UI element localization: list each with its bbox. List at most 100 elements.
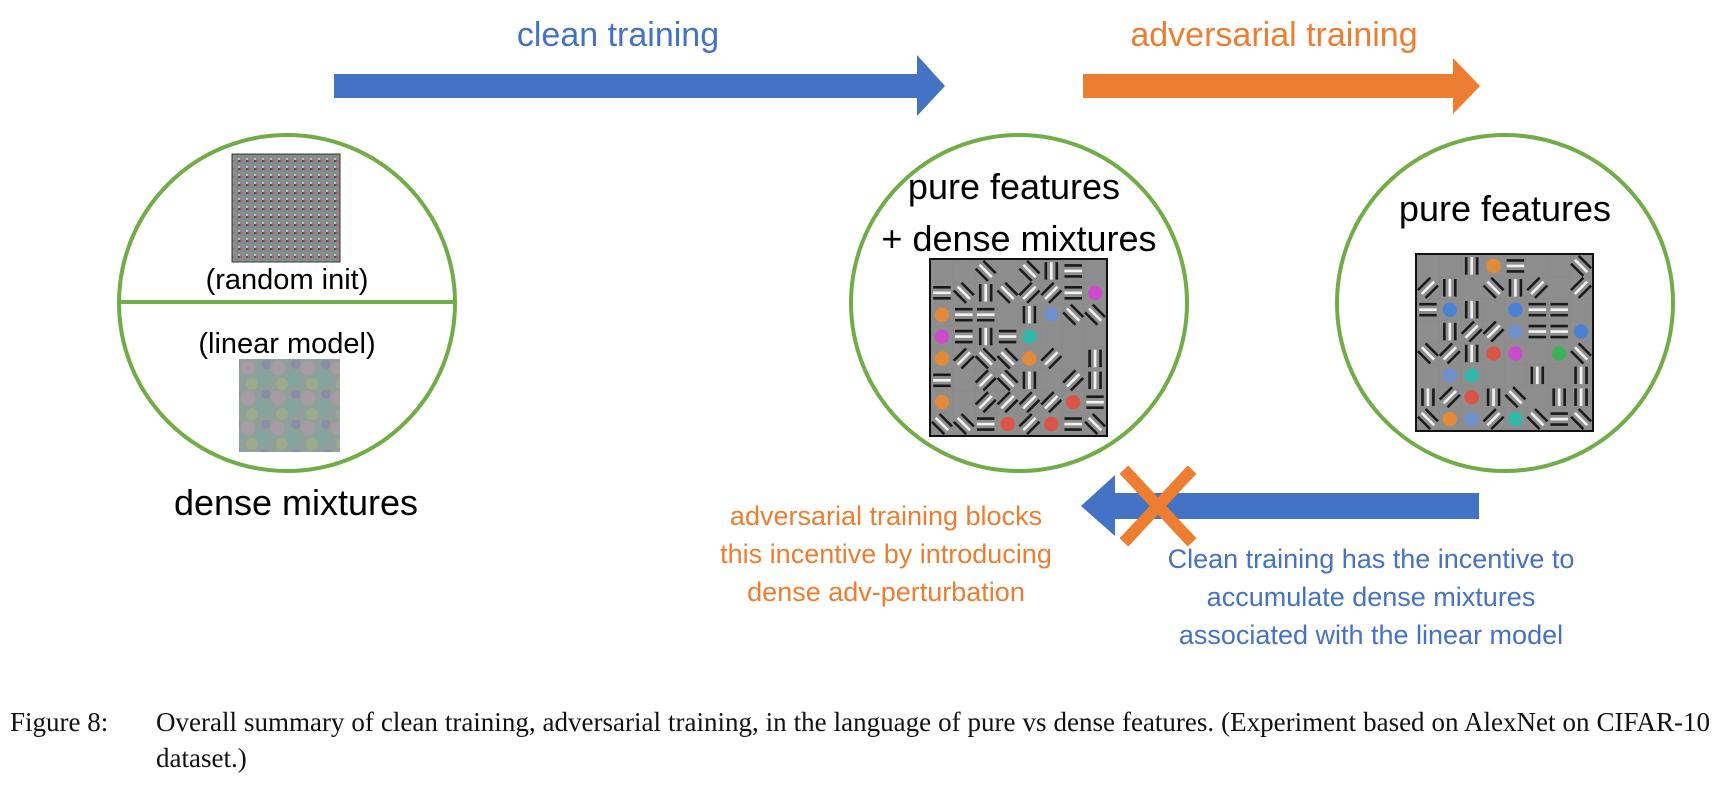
right-circle: pure features [1335, 133, 1675, 473]
filter-stripe [1026, 289, 1041, 304]
filter-stripe [1084, 311, 1099, 326]
orange-note-line-1: adversarial training blocks [730, 501, 1042, 531]
filter-stripe [1004, 369, 1019, 384]
filter-stripe [1420, 346, 1436, 361]
clean-incentive-note: Clean training has the incentive to accu… [1168, 544, 1575, 650]
random-init-filters-image [231, 153, 341, 263]
filter-cell [997, 261, 1018, 281]
filter-cell [953, 392, 974, 413]
filter-stripe [1530, 280, 1545, 295]
filter-color-blob [1464, 389, 1479, 405]
filter-color-blob [1087, 285, 1103, 301]
filter-stripe [1004, 398, 1019, 414]
filter-stripe [1022, 285, 1037, 300]
filter-stripe [1534, 408, 1549, 423]
dense-mixtures-sublabel: + dense mixtures [881, 218, 1156, 259]
filter-stripe [974, 355, 989, 370]
filter-cell [1439, 256, 1460, 276]
filter-cell [1527, 256, 1548, 276]
filter-cell [953, 261, 974, 281]
filter-stripe [1464, 324, 1479, 339]
filter-stripe [1044, 395, 1059, 410]
filter-stripe [956, 416, 971, 432]
adversarial-training-label: adversarial training [1130, 16, 1417, 54]
filter-stripe [952, 347, 968, 362]
filter-stripe [1018, 267, 1033, 282]
filter-stripe [1446, 393, 1461, 409]
filter-cell [1549, 365, 1570, 386]
filter-color-blob [934, 394, 950, 410]
filter-stripe [1091, 303, 1107, 318]
filter-cell [1549, 277, 1570, 298]
filter-cell [1085, 326, 1105, 347]
filter-cell [1418, 256, 1438, 276]
filter-stripe [1044, 351, 1059, 366]
filter-stripe [1490, 415, 1505, 431]
filter-stripe [1490, 276, 1505, 292]
middle-circle: pure features + dense mixtures [849, 133, 1189, 473]
filter-stripe [1040, 281, 1055, 297]
filter-stripe [1486, 280, 1501, 295]
blue-note-line-2: accumulate dense mixtures [1207, 582, 1536, 612]
filter-stripe [956, 285, 971, 300]
pure-filter-grid [1416, 254, 1593, 431]
pure-features-right-label: pure features [1399, 188, 1611, 229]
filter-stripe [1424, 284, 1439, 299]
filter-stripe [1087, 416, 1103, 432]
filter-stripe [1000, 395, 1015, 410]
filter-stripe [1091, 413, 1107, 428]
filter-stripe [1577, 342, 1593, 357]
filter-stripe [978, 373, 993, 388]
filter-color-blob [1508, 324, 1523, 339]
filter-stripe [1069, 303, 1085, 318]
filter-color-blob [1486, 346, 1501, 361]
filter-stripe [974, 267, 989, 282]
filter-cell [1085, 261, 1105, 281]
filter-stripe [1424, 408, 1439, 423]
filter-color-blob [1065, 394, 1081, 410]
filter-stripe [1482, 320, 1497, 335]
figure-caption-text: Overall summary of clean training, adver… [156, 707, 1710, 773]
filter-color-blob [1442, 302, 1458, 317]
clean-training-arrow: clean training [334, 16, 945, 116]
filter-color-blob [1551, 346, 1567, 361]
filter-stripe [1468, 328, 1483, 343]
filter-stripe [978, 395, 993, 410]
filter-stripe [1438, 386, 1454, 401]
filter-stripe [1526, 276, 1541, 292]
filter-stripe [1534, 284, 1549, 299]
filter-cell [1549, 256, 1570, 276]
filter-stripe [1420, 411, 1436, 427]
filter-stripe [1062, 369, 1077, 384]
filter-cell [1461, 277, 1482, 298]
filter-color-blob [1464, 411, 1479, 427]
filter-color-blob [1486, 258, 1501, 274]
filter-stripe [960, 355, 975, 370]
filter-stripe [1026, 259, 1041, 275]
filter-color-blob [1044, 307, 1059, 322]
filter-stripe [1004, 347, 1019, 362]
filter-cell [953, 370, 974, 391]
filter-stripe [1416, 350, 1432, 365]
filter-stripe [1018, 281, 1033, 297]
linear-model-label: (linear model) [198, 328, 375, 360]
filter-stripe [1438, 342, 1454, 357]
filter-color-blob [1442, 411, 1458, 427]
filter-stripe [1022, 395, 1037, 410]
filter-stripe [982, 259, 997, 275]
filter-color-blob [934, 307, 950, 322]
filter-stripe [1416, 415, 1432, 431]
filter-stripe [1044, 285, 1059, 300]
filter-stripe [978, 263, 993, 279]
filter-cell [932, 261, 952, 281]
dense-mixtures-label: dense mixtures [174, 482, 418, 523]
filter-stripe [1000, 285, 1015, 300]
filter-stripe [1069, 377, 1085, 392]
filter-stripe [1512, 386, 1527, 401]
filter-color-blob [1464, 368, 1479, 383]
blue-note-line-3: associated with the linear model [1179, 620, 1563, 650]
filter-color-blob [1442, 368, 1458, 383]
filter-stripe [1504, 393, 1519, 409]
filter-cell [1418, 365, 1438, 386]
